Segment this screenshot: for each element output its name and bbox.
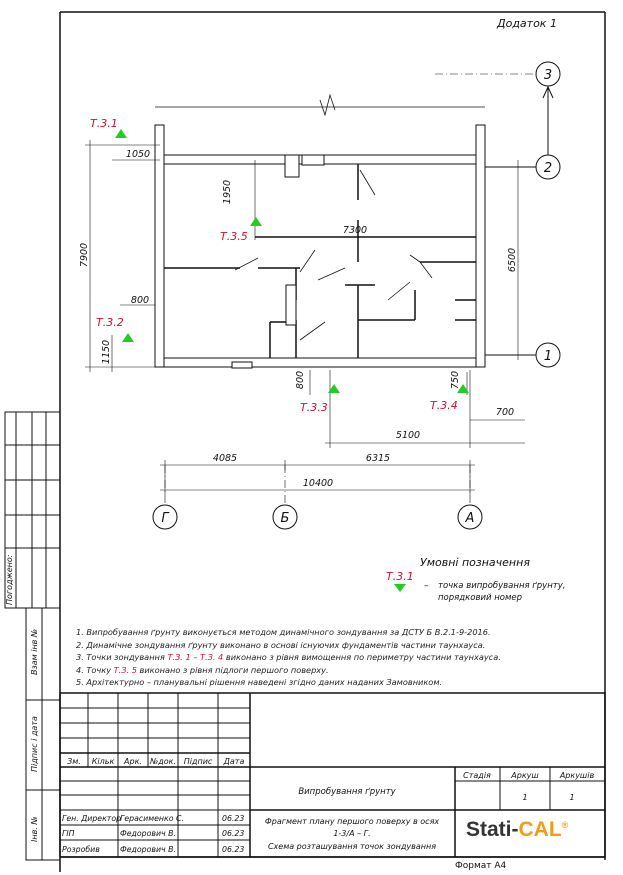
svg-text:–: – (424, 581, 429, 591)
legend-line1: точка випробування ґрунту, (438, 581, 565, 591)
axis-markers (152, 61, 561, 530)
sign-date-label: Підпис і дата (30, 716, 39, 772)
svg-text:Т.3.5: Т.3.5 (220, 230, 248, 243)
sheets-value: 1 (569, 793, 574, 802)
dim-5100: 5100 (396, 430, 420, 441)
sheet-label: Аркуш (510, 771, 539, 780)
svg-text:ГІП: ГІП (62, 829, 75, 838)
triangle-marker-icon (394, 584, 406, 592)
note-4: 4. Точку Т.З. 5 виконано з рівня підлоги… (76, 664, 329, 675)
dim-1150: 1150 (101, 340, 112, 364)
note-3: 3. Точки зондування Т.З. 1 – Т.З. 4 вико… (76, 652, 501, 662)
axis-label-1: 1 (544, 349, 552, 364)
axis-label-2: 2 (544, 161, 552, 176)
stage-label: Стадія (463, 771, 491, 780)
point-t33: Т.3.3 (300, 384, 340, 414)
dim-800-left: 800 (131, 295, 149, 306)
svg-text:06.23: 06.23 (222, 814, 244, 823)
svg-text:Т.3.4: Т.3.4 (430, 399, 458, 412)
triangle-marker-icon (250, 217, 262, 226)
triangle-marker-icon (122, 333, 134, 342)
svg-text:Ген. Директор: Ген. Директор (62, 814, 121, 823)
sheet-frame (59, 11, 606, 872)
legend-title: Умовні позначення (420, 556, 530, 569)
svg-text:Т.3.3: Т.3.3 (300, 401, 328, 414)
svg-text:Розробив: Розробив (62, 845, 100, 854)
axis-label-3: 3 (544, 68, 552, 83)
svg-text:Кільк: Кільк (92, 757, 115, 766)
svg-text:Зм.: Зм. (67, 757, 81, 766)
company-logo: Stati-CAL® (466, 818, 569, 841)
desc-line1: Фрагмент плану першого поверху в осях (265, 817, 440, 826)
dim-6315: 6315 (366, 453, 390, 464)
dimension-lines (85, 140, 525, 495)
note-1: 1. Випробування ґрунту виконується метод… (76, 627, 491, 637)
svg-text:Федорович В.: Федорович В. (120, 845, 176, 854)
point-t32: Т.3.2 (96, 316, 134, 342)
project-title: Випробування ґрунту (298, 787, 396, 797)
axis-label-b: Б (281, 511, 290, 526)
dim-750: 750 (450, 371, 461, 389)
dim-4085: 4085 (213, 453, 237, 464)
appendix-label: Додаток 1 (496, 17, 557, 30)
point-t34: Т.3.4 (430, 384, 469, 412)
title-block-headers: Зм. Кільк Арк. №док. Підпис Дата (67, 757, 244, 766)
dim-1950: 1950 (222, 180, 233, 204)
triangle-marker-icon (115, 129, 127, 138)
dim-10400: 10400 (303, 478, 333, 489)
triangle-marker-icon (328, 384, 340, 393)
desc-line3: Схема розташування точок зондування (268, 842, 436, 851)
svg-text:Т.3.2: Т.3.2 (96, 316, 124, 329)
note-2: 2. Динамічне зондування ґрунту виконано … (76, 639, 486, 650)
inv-label: Інв. № (30, 816, 39, 842)
dim-800-bottom: 800 (295, 371, 306, 389)
legend-line2: порядковий номер (438, 593, 522, 603)
agreed-label: Погоджено: (5, 554, 14, 605)
point-t31: Т.3.1 (90, 117, 127, 138)
svg-text:Т.3.1: Т.3.1 (90, 117, 118, 130)
triangle-marker-icon (457, 384, 469, 393)
dim-7300: 7300 (343, 225, 367, 236)
format-label: Формат А4 (455, 861, 507, 871)
svg-text:№док.: №док. (149, 757, 176, 766)
svg-text:Арк.: Арк. (123, 757, 142, 766)
title-block-grid (59, 692, 606, 858)
sheet-value: 1 (522, 793, 527, 802)
floor-plan (154, 93, 486, 369)
axis-label-g: Г (161, 511, 170, 526)
legend: Умовні позначення Т.3.1 – точка випробув… (386, 556, 565, 603)
svg-text:Герасименко С.: Герасименко С. (120, 814, 184, 823)
axis-label-a: А (465, 511, 475, 526)
svg-text:06.23: 06.23 (222, 829, 244, 838)
dim-700: 700 (496, 407, 514, 418)
point-t35: Т.3.5 (220, 217, 262, 243)
notes: 1. Випробування ґрунту виконується метод… (76, 626, 501, 689)
svg-text:Дата: Дата (223, 757, 245, 766)
legend-sample-label: Т.3.1 (386, 570, 414, 583)
dim-6500: 6500 (507, 248, 518, 272)
sounding-points: Т.3.1 Т.3.2 Т.3.3 Т.3.4 Т.3.5 (90, 117, 469, 414)
desc-line2: 1-3/А – Г. (333, 829, 370, 838)
inv-swap-label: Взам інв № (30, 629, 39, 675)
dim-1050: 1050 (126, 149, 150, 160)
svg-text:Федорович В.: Федорович В. (120, 829, 176, 838)
svg-text:Підпис: Підпис (184, 757, 213, 766)
note-5: 5. Архітектурно – планувальні рішення на… (76, 677, 443, 687)
svg-text:06.23: 06.23 (222, 845, 244, 854)
dim-7900: 7900 (79, 243, 90, 267)
sheets-label: Аркушів (559, 771, 595, 780)
